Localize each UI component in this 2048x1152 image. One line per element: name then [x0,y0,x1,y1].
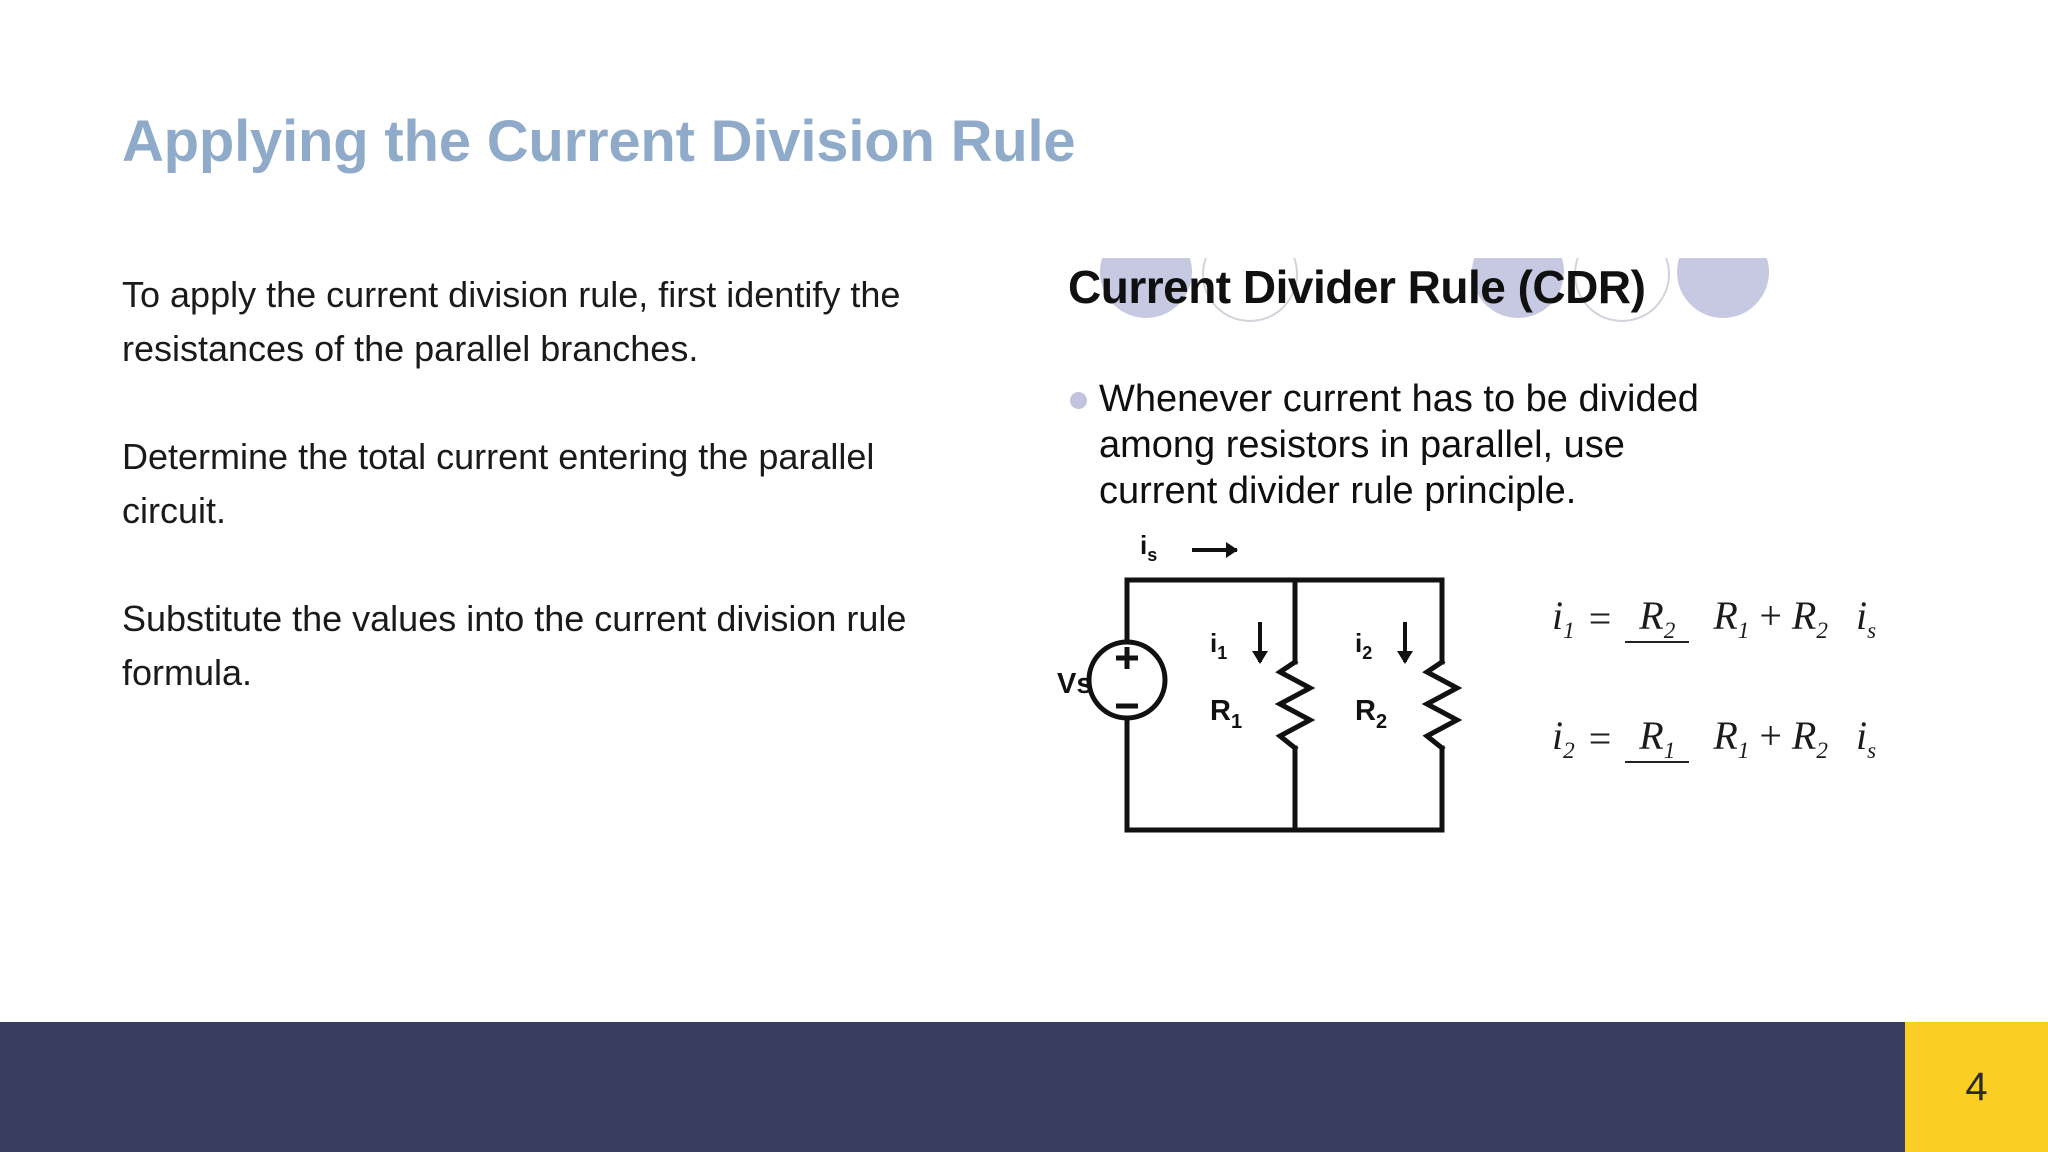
body-text-column: To apply the current division rule, firs… [122,268,952,700]
branch2-current-arrow-icon [1397,622,1413,664]
voltage-source-symbol [1086,639,1168,721]
footer-bar [0,1022,1905,1152]
formula-i1-numerator: R2 [1625,592,1690,644]
formula-i1-denominator: R1 + R2 [1713,592,1828,644]
decorative-circle-band [1052,258,1992,352]
formula-i2-equals: = [1588,715,1612,761]
page-title: Applying the Current Division Rule [122,109,1076,174]
cdr-bullet-text: Whenever current has to be divided among… [1099,378,1699,512]
branch1-current-arrow-icon [1252,622,1268,664]
resistor-r1-label: R1 [1210,695,1242,733]
formula-i1-lhs: i1 [1552,592,1575,644]
cdr-heading: Current Divider Rule (CDR) [1068,261,1646,313]
formula-i1: i1 = R2 R1 + R2 is [1552,558,1972,678]
source-polarity-icons [1116,647,1138,709]
page-number: 4 [1905,1022,2048,1152]
formula-i1-fraction: R2 R1 + R2 [1625,592,1842,645]
circuit-diagram: Vs is i1 R1 i2 R2 [1057,530,1463,833]
source-current-arrow-icon [1192,542,1238,558]
body-paragraph-3: Substitute the values into the current d… [122,598,907,693]
formula-i1-rhs: is [1855,592,1877,644]
decorative-circle-filled [1677,258,1769,318]
formula-i2-rhs: is [1855,712,1877,764]
formula-i2-denominator: R1 + R2 [1713,712,1828,764]
source-current-label: is [1140,530,1157,565]
resistor-r1-symbol [1274,658,1316,752]
branch1-current-label: i1 [1210,628,1227,663]
bullet-dot-icon [1070,392,1087,409]
resistor-r2-symbol [1421,658,1463,752]
source-label-vs: Vs [1057,668,1092,700]
branch2-current-label: i2 [1355,628,1372,663]
cdr-bullet-item: Whenever current has to be divided among… [1070,376,1710,514]
body-paragraph-2: Determine the total current entering the… [122,436,875,531]
slide-footer: 4 [0,1022,2048,1152]
formula-i1-equals: = [1588,595,1612,641]
formula-i2-lhs: i2 [1552,712,1575,764]
formula-i2: i2 = R1 R1 + R2 is [1552,678,1972,798]
formula-i2-numerator: R1 [1625,712,1690,764]
resistor-r2-label: R2 [1355,695,1387,733]
formula-i2-fraction: R1 R1 + R2 [1625,712,1842,765]
cdr-slide-image: Current Divider Rule (CDR) Whenever curr… [1052,258,1992,878]
cdr-formulas: i1 = R2 R1 + R2 is i2 = R1 R1 + R2 is [1552,558,1972,798]
body-paragraph-1: To apply the current division rule, firs… [122,274,901,369]
